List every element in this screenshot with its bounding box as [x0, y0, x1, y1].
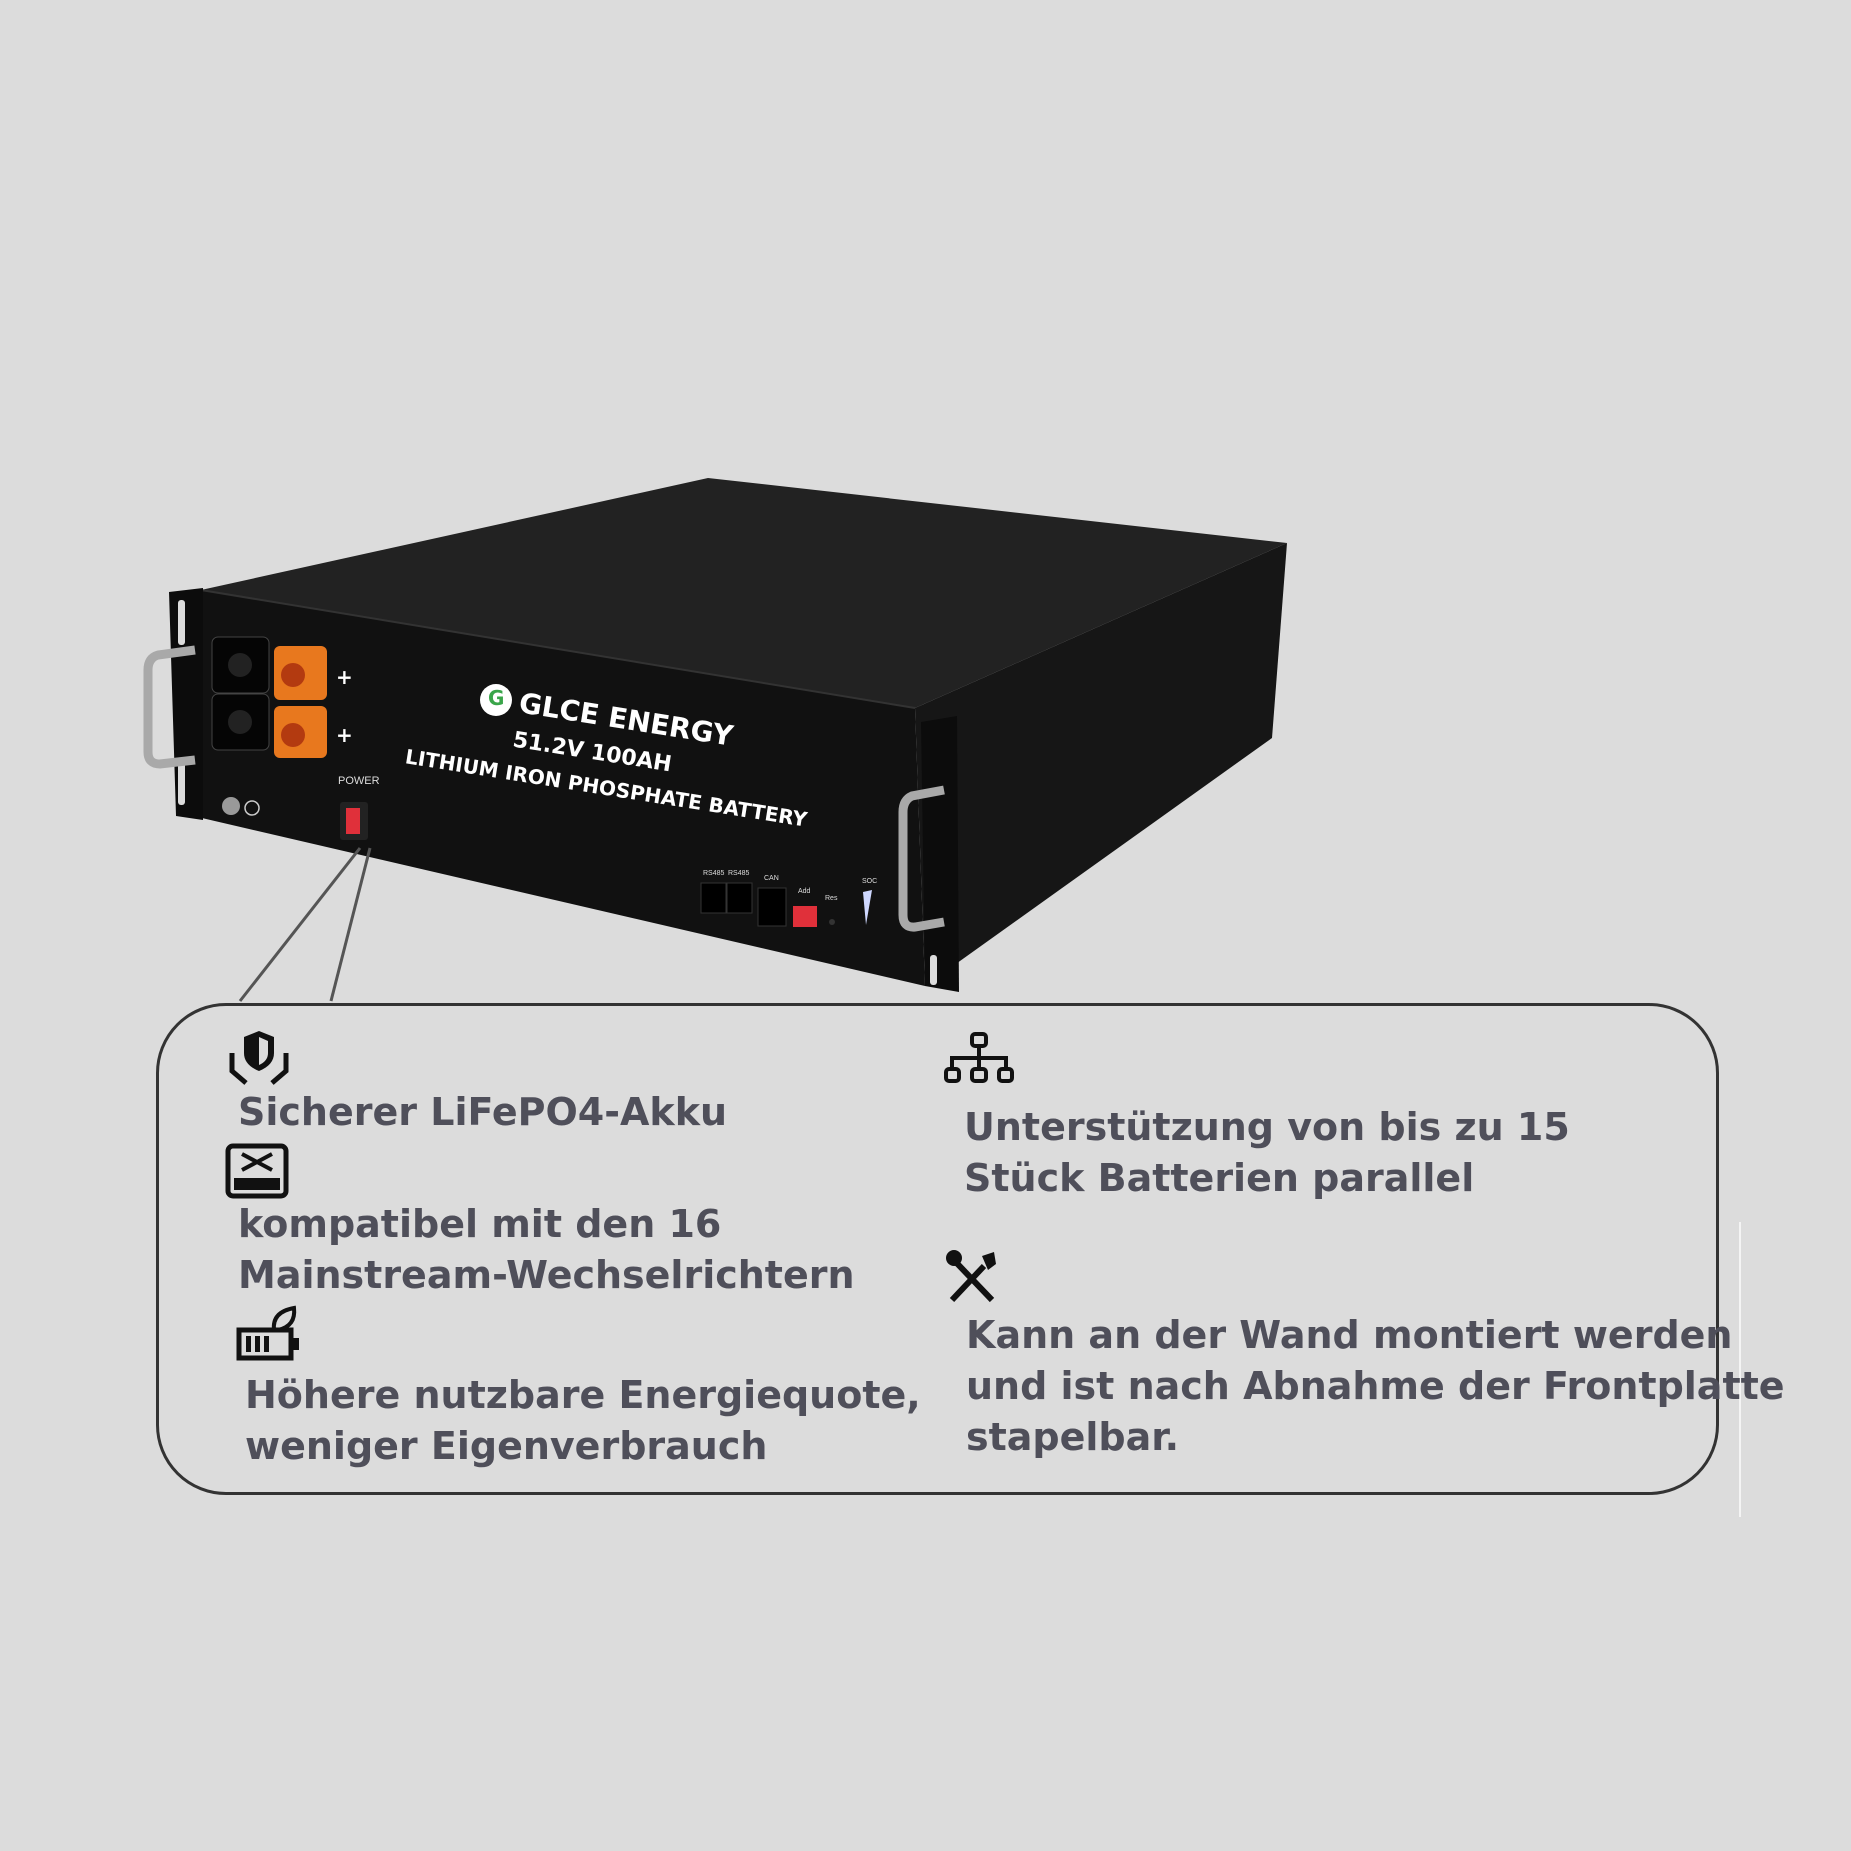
logo-letter: G — [488, 686, 505, 710]
negative-terminal-2 — [211, 693, 270, 751]
network-icon — [944, 1032, 1014, 1083]
divider-line — [1739, 1222, 1741, 1517]
feature-line: Unterstützung von bis zu 15 — [964, 1105, 1570, 1149]
feature-line: Sicherer LiFePO4-Akku — [238, 1090, 728, 1134]
feature-line: Mainstream-Wechselrichtern — [238, 1253, 855, 1297]
battery-image — [143, 478, 1287, 1002]
power-label: POWER — [338, 775, 380, 787]
right-rack-ear — [921, 716, 959, 992]
soc-label: SOC — [862, 878, 878, 885]
left-handle — [143, 645, 196, 769]
feature-safe-lifepo4: Sicherer LiFePO4-Akku — [238, 1087, 727, 1138]
tools-icon — [946, 1250, 996, 1303]
feature-inverter-compatible: kompatibel mit den 16 Mainstream-Wechsel… — [238, 1199, 855, 1301]
right-handle — [898, 785, 945, 932]
positive-terminal-1 — [274, 646, 327, 700]
reset-button[interactable] — [829, 919, 835, 925]
left-rack-ear — [169, 588, 203, 820]
negative-terminal-1 — [211, 636, 270, 694]
feature-line: stapelbar. — [966, 1415, 1180, 1459]
positive-terminal-2 — [274, 706, 327, 758]
feature-line: Kann an der Wand montiert werden — [966, 1313, 1733, 1357]
feature-line: kompatibel mit den 16 — [238, 1202, 722, 1246]
feature-line: Stück Batterien parallel — [964, 1156, 1475, 1200]
add-label: Add — [798, 888, 811, 895]
plus-label-2: + — [336, 723, 353, 747]
rs485-label-2: RS485 — [728, 870, 750, 877]
rs485-port-2[interactable] — [726, 882, 753, 914]
rs485-port-1[interactable] — [700, 882, 727, 914]
callout-line — [238, 847, 362, 1002]
feature-line: und ist nach Abnahme der Frontplatte — [966, 1364, 1785, 1408]
features-panel — [156, 1003, 1719, 1495]
shield-hands-icon — [229, 1031, 289, 1085]
address-dip-switch[interactable] — [793, 906, 817, 927]
rs485-label-1: RS485 — [703, 870, 725, 877]
battery-top-face — [201, 478, 1287, 708]
feature-line: weniger Eigenverbrauch — [245, 1424, 768, 1468]
feature-wall-mount: Kann an der Wand montiert werden und ist… — [966, 1310, 1785, 1463]
feature-energy-ratio: Höhere nutzbare Energiequote, weniger Ei… — [245, 1370, 921, 1472]
feature-line: Höhere nutzbare Energiequote, — [245, 1373, 921, 1417]
battery-side-face — [915, 543, 1287, 986]
can-port[interactable] — [757, 887, 787, 927]
ground-icon — [244, 800, 260, 816]
feature-parallel: Unterstützung von bis zu 15 Stück Batter… — [964, 1102, 1570, 1204]
res-label: Res — [825, 895, 838, 902]
brand-logo-icon — [480, 684, 512, 716]
ground-bolt — [222, 797, 240, 815]
eco-battery-icon — [236, 1305, 299, 1361]
plus-label-1: + — [336, 665, 353, 689]
callout-line — [329, 847, 372, 1002]
soc-indicator — [863, 890, 872, 925]
can-label: CAN — [764, 875, 779, 882]
inverter-icon — [225, 1143, 289, 1199]
